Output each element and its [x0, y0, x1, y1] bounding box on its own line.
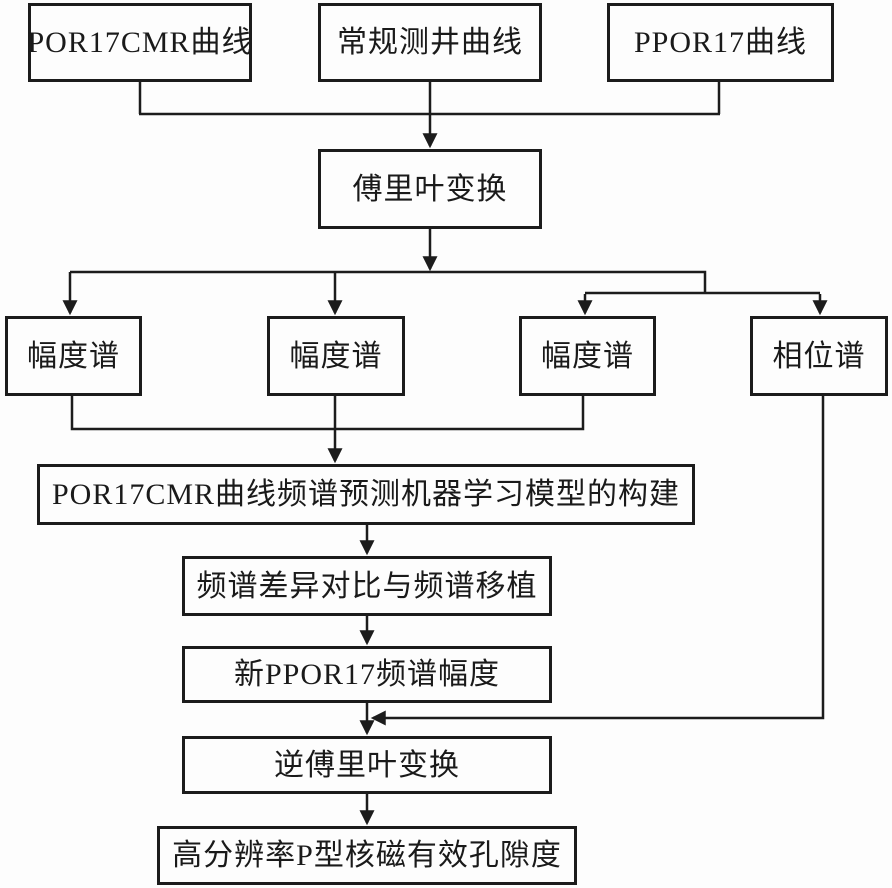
node-label: 逆傅里叶变换	[274, 748, 460, 782]
node-amplitude-spectrum-3: 幅度谱	[519, 316, 656, 396]
node-new-ppor17-amplitude: 新PPOR17频谱幅度	[182, 646, 552, 703]
edge-amp-gather-bus	[70, 395, 585, 431]
node-label: POR17CMR曲线	[27, 26, 253, 59]
node-label: 新PPOR17频谱幅度	[233, 658, 501, 691]
node-phase-spectrum: 相位谱	[750, 316, 888, 396]
node-label: 幅度谱	[27, 339, 120, 373]
node-label: 常规测井曲线	[337, 26, 523, 59]
node-label: 幅度谱	[541, 339, 634, 373]
node-label: POR17CMR曲线频谱预测机器学习模型的构建	[51, 478, 681, 511]
edge-split-bus-1	[70, 270, 707, 292]
node-ml-model-construction: POR17CMR曲线频谱预测机器学习模型的构建	[37, 464, 695, 525]
edge-phase-bypass	[370, 395, 825, 726]
node-label: 傅里叶变换	[352, 172, 508, 206]
node-inverse-fourier-transform: 逆傅里叶变换	[182, 736, 552, 794]
node-label: PPOR17曲线	[633, 26, 808, 59]
node-spectrum-difference-transplant: 频谱差异对比与频谱移植	[182, 556, 552, 616]
node-ppor17-curve: PPOR17曲线	[607, 3, 834, 82]
node-por17cmr-curve: POR17CMR曲线	[27, 3, 253, 82]
node-label: 频谱差异对比与频谱移植	[196, 569, 538, 603]
node-label: 高分辨率P型核磁有效孔隙度	[172, 839, 562, 872]
node-label: 相位谱	[772, 339, 866, 373]
node-amplitude-spectrum-2: 幅度谱	[267, 316, 405, 396]
node-amplitude-spectrum-1: 幅度谱	[5, 316, 142, 396]
node-fourier-transform: 傅里叶变换	[318, 149, 542, 229]
node-conventional-logging-curves: 常规测井曲线	[318, 3, 542, 82]
node-label: 幅度谱	[289, 339, 383, 373]
node-high-res-porosity: 高分辨率P型核磁有效孔隙度	[157, 826, 577, 885]
